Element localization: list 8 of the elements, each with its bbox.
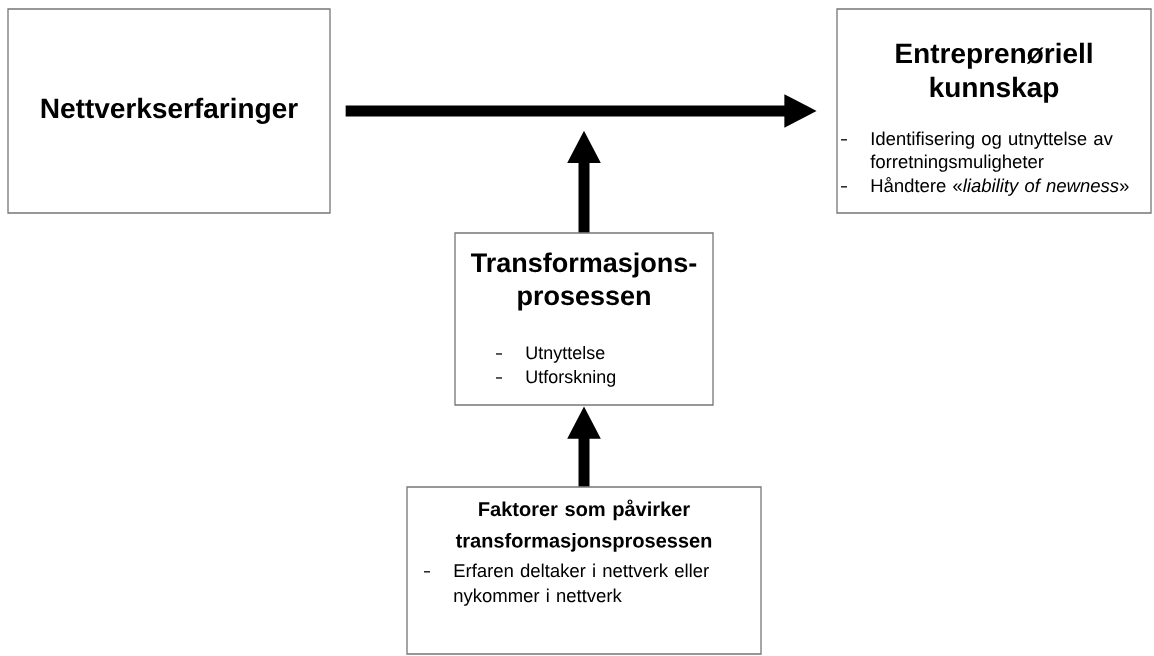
bullet-text: Utnyttelse	[526, 345, 605, 363]
box-heading: Entreprenøriell kunnskap	[896, 42, 1092, 103]
bullet-text: Håndtere «liability of newness»	[871, 177, 1129, 196]
bullet-text: Utforskning	[526, 369, 616, 387]
concept-box: Nettverkserfaringer	[7, 8, 331, 214]
box-heading: Faktorer som påvirker transformasjonsprosessen	[455, 499, 712, 552]
box-heading: Transformasjons- prosessen	[471, 252, 697, 311]
bullet-text: Erfaren deltaker i nettverk eller nykommer i nettverk	[454, 563, 709, 606]
